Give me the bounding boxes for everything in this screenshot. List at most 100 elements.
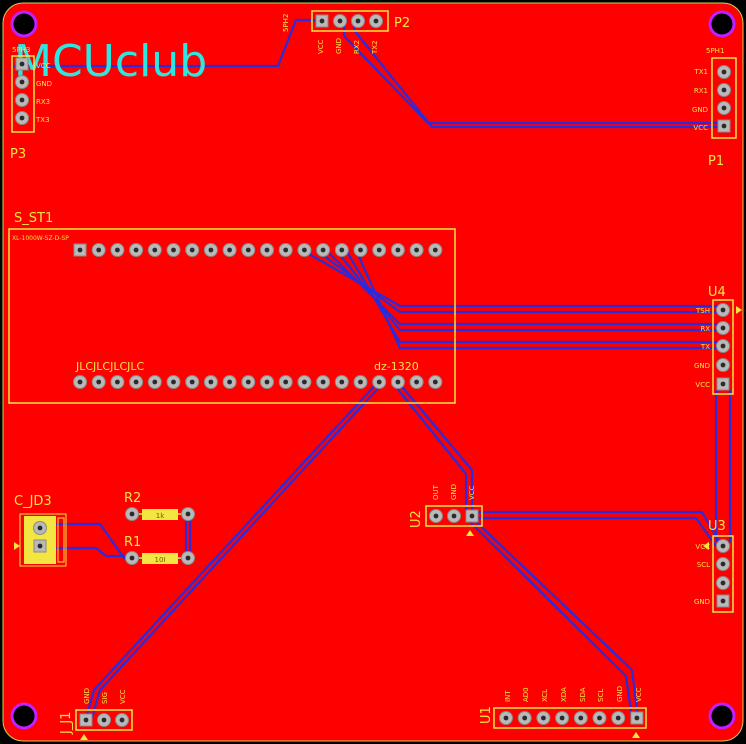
p1-pin-label-2: RX1 xyxy=(694,87,708,95)
j-j1-pin-label-2: SIG xyxy=(101,692,109,704)
sst1-bottom-pad-hole xyxy=(339,379,345,385)
sst1-bottom-pad-hole xyxy=(432,379,438,385)
p1-small-label: 5PH1 xyxy=(706,47,724,55)
u1-pad-hole xyxy=(559,715,565,721)
component-u4[interactable]: U4 TSH RX TX GND VCC xyxy=(694,285,742,395)
c-jd3-pad-hole xyxy=(37,543,43,549)
sst1-top-pad-hole xyxy=(152,247,158,253)
j-j1-ref: J_J1 xyxy=(59,712,74,735)
p1-pad-hole xyxy=(721,105,727,111)
u1-ref: U1 xyxy=(479,706,494,724)
p2-pad-hole xyxy=(337,18,343,24)
sst1-top-pad-hole xyxy=(171,247,176,253)
u4-pad-hole xyxy=(720,362,726,368)
sst1-top-pad-hole xyxy=(414,247,419,253)
sst1-top-pad-hole xyxy=(432,247,438,253)
component-r2[interactable]: R2 1k xyxy=(124,491,188,520)
u3-pad-hole xyxy=(720,598,726,604)
r1-pad-hole xyxy=(129,555,135,561)
s-st1-bottom-text: JLCJLCJLCJLC xyxy=(75,360,145,373)
u4-pin-label-3: TX xyxy=(700,343,710,351)
u1-pin-label-3: XCL xyxy=(541,689,549,702)
c-jd3-ref: C_JD3 xyxy=(14,494,52,509)
sst1-bottom-pad-hole xyxy=(171,379,176,385)
logo-text: MCUclub xyxy=(14,36,207,87)
p2-ref: P2 xyxy=(394,16,410,31)
sst1-top-pad-hole xyxy=(376,247,382,253)
p2-pad-hole xyxy=(355,18,361,24)
component-p3[interactable]: 5PH3 P3 VCC GND RX3 TX3 xyxy=(10,46,52,162)
component-s-st1[interactable]: S_ST1 XL-1000W-SZ-D-SP dz-1320 JLCJLCJLC… xyxy=(8,211,456,404)
mounting-hole-top-right xyxy=(708,10,736,38)
sst1-top-pad-hole xyxy=(208,247,214,253)
component-u3[interactable]: U3 VCC SCL GND xyxy=(694,519,734,613)
sst1-top-pad-hole xyxy=(96,247,102,253)
r2-pad-hole xyxy=(185,511,191,517)
component-j-j1[interactable]: J_J1 GND SIG VCC xyxy=(59,688,133,740)
p2-small-label: 5PH2 xyxy=(282,14,290,32)
p3-pad-hole xyxy=(19,61,25,67)
sst1-bottom-pad-hole xyxy=(302,379,307,385)
u2-pin-label-1: OUT xyxy=(432,484,440,500)
mounting-holes xyxy=(10,10,736,730)
mounting-hole-bottom-left xyxy=(10,702,38,730)
sst1-top-pad-hole xyxy=(189,247,195,253)
trace-sst-u4 xyxy=(301,249,722,308)
p3-pad-hole xyxy=(19,115,25,121)
u4-pad-hole xyxy=(720,381,726,387)
component-r1[interactable]: R1 10I xyxy=(124,535,188,564)
sst1-top-pad-hole xyxy=(283,247,289,253)
p1-pad-hole xyxy=(721,123,727,129)
j-j1-pin-label-3: VCC xyxy=(119,689,127,704)
u4-pin-label-2: RX xyxy=(700,325,710,333)
p1-ref: P1 xyxy=(708,154,724,169)
u1-pin-label-5: SDA xyxy=(579,687,587,702)
sst1-bottom-pad-hole xyxy=(376,379,382,385)
component-u1[interactable]: U1 INT AD0 XCL XDA SDA SCL GND VCC xyxy=(479,686,647,738)
u4-pin-label-1: TSH xyxy=(695,307,710,315)
p1-pad-hole xyxy=(721,69,727,75)
p1-pin-label-1: TX1 xyxy=(693,68,708,76)
sst1-top-pad-hole xyxy=(227,247,233,253)
r1-ref: R1 xyxy=(124,535,141,550)
p3-pad-hole xyxy=(19,97,25,103)
u1-pin-label-2: AD0 xyxy=(522,687,530,702)
u4-pad-hole xyxy=(720,343,726,349)
u2-pad-hole xyxy=(451,513,457,519)
u4-pad-hole xyxy=(720,307,726,313)
trace-u2-sst xyxy=(397,381,474,512)
j-j1-pad-hole xyxy=(119,717,125,723)
pads xyxy=(15,14,731,727)
component-u2[interactable]: U2 OUT GND VCC xyxy=(409,484,483,536)
s-st1-top-text: dz-1320 xyxy=(374,360,419,373)
component-p2[interactable]: 5PH2 P2 VCC GND RX2 TX2 xyxy=(282,10,410,55)
sst1-top-pad-hole xyxy=(115,247,120,253)
trace-sst-jj1 xyxy=(84,381,379,719)
sst1-bottom-pad-hole xyxy=(395,379,401,385)
u3-pin-label-2: SCL xyxy=(697,561,710,569)
p1-pin-label-4: VCC xyxy=(693,124,708,132)
sst1-bottom-pad-hole xyxy=(133,379,139,385)
u2-pin-label-3: VCC xyxy=(468,485,476,500)
r1-pad-hole xyxy=(185,555,191,561)
p2-pin-label-3: RX2 xyxy=(353,40,361,54)
trace-u2-u1 xyxy=(471,517,640,719)
u1-pad-hole xyxy=(578,715,584,721)
p2-pin-label-1: VCC xyxy=(317,39,325,54)
sst1-top-pad-hole xyxy=(264,247,270,253)
component-p1[interactable]: 5PH1 P1 TX1 RX1 GND VCC xyxy=(692,47,737,169)
s-st1-ref: S_ST1 xyxy=(14,211,53,226)
sst1-bottom-pad-hole xyxy=(414,379,419,385)
trace-p2-p3 xyxy=(14,18,322,68)
r2-pad-hole xyxy=(129,511,135,517)
sst1-bottom-pad-hole xyxy=(96,379,102,385)
u3-pad-hole xyxy=(720,580,726,586)
p3-pin-label-2: GND xyxy=(36,80,52,88)
u1-pin-label-6: SCL xyxy=(597,689,605,702)
sst1-top-pad-hole xyxy=(245,247,251,253)
u2-pad-hole xyxy=(469,513,475,519)
p1-pad-hole xyxy=(721,87,727,93)
p2-pad-hole xyxy=(373,18,379,24)
sst1-bottom-pad-hole xyxy=(152,379,158,385)
u1-pin-label-4: XDA xyxy=(560,687,568,702)
